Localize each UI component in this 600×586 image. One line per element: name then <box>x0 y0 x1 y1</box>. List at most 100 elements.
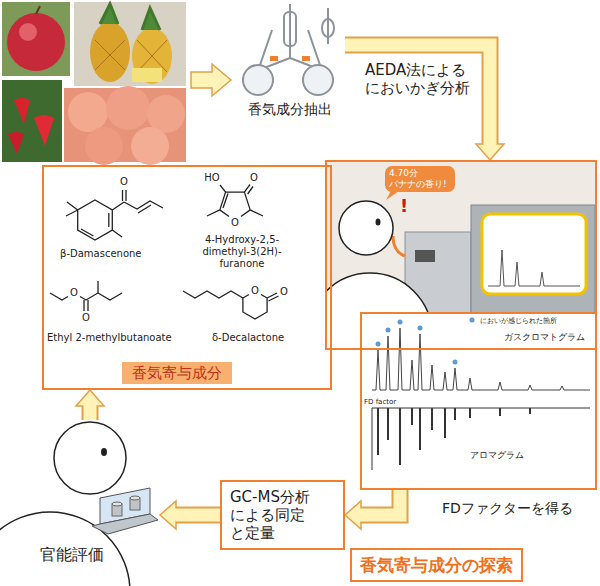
chromatogram-part <box>376 342 381 347</box>
structural-formula-part <box>183 291 279 301</box>
fruit-photo-part <box>85 127 123 165</box>
gc-olfactometry-photo-part <box>376 219 381 226</box>
extraction-apparatus-part <box>270 56 278 61</box>
arrow-head <box>160 501 176 529</box>
structural-formula-part <box>112 190 163 213</box>
node-text: β-Damascenone <box>60 248 142 260</box>
chromatogram-part <box>378 408 530 465</box>
gc-olfactometry-photo-part <box>393 236 405 256</box>
fruit-photo-part <box>95 40 167 72</box>
extraction-apparatus-part <box>284 12 296 46</box>
laptop-and-cups-part <box>92 514 158 534</box>
exclamation-mark: ! <box>400 195 408 217</box>
fruit-photo-part <box>2 80 62 162</box>
node-text: FD factor <box>364 398 396 406</box>
fruit-photo-part <box>7 13 65 71</box>
block-arrow <box>76 390 104 420</box>
extraction-apparatus-part <box>322 19 334 37</box>
atom-label: O <box>82 312 90 324</box>
fruit-photo-part <box>132 68 162 82</box>
arrow-fill <box>345 45 490 146</box>
node-text: Ethyl 2-methylbutanoate <box>47 332 172 344</box>
gc-olfactometry-photo-part <box>415 250 435 262</box>
node-text: ガスクロマトグラム <box>504 332 585 343</box>
fruit-photo-part <box>100 4 160 30</box>
structural-formula-part <box>50 281 122 311</box>
node-text: GC-MS分析 による同定 と定量 <box>230 488 335 542</box>
edge-label: AEDA法による においかぎ分析 <box>365 61 475 97</box>
arrow-fill <box>359 490 400 515</box>
laptop-and-cups-part <box>130 496 140 500</box>
structural-formula-part <box>243 295 267 320</box>
title-box: 香気寄与成分の探索 <box>350 548 523 582</box>
atom-label: O <box>120 176 128 188</box>
atom-label: O <box>280 286 288 298</box>
fruit-photo-part <box>19 23 37 41</box>
node-text: 香気寄与成分の探索 <box>360 555 513 575</box>
fruit-photo-part <box>2 2 70 76</box>
node-text: においが感じられた箇所 <box>480 317 557 325</box>
laptop-and-cups-part <box>112 502 122 506</box>
extraction-apparatus <box>243 4 334 95</box>
compound-box: β-Damascenone 4-Hydroxy-2,5-dimethyl-3(2H… <box>42 165 332 390</box>
node-text: FDファクターを得る <box>442 500 573 517</box>
block-arrow <box>345 490 400 529</box>
fruit-photo-part <box>36 6 40 14</box>
structural-formula-part <box>220 192 250 210</box>
structural-formula-part <box>66 202 122 237</box>
structural-formula-part <box>81 213 109 236</box>
flow-arrow <box>191 64 231 96</box>
node-text: 官能評価 <box>40 545 104 564</box>
panelist-figure-part <box>54 422 126 494</box>
atom-label: O <box>231 217 239 229</box>
fruit-photo-part <box>8 132 24 154</box>
structural-formula-part <box>78 200 113 240</box>
chromatogram-part <box>418 326 423 331</box>
block-arrow <box>160 501 220 529</box>
block-arrow <box>345 45 504 160</box>
atom-label: O <box>250 172 258 184</box>
arrow-fill <box>84 404 97 420</box>
fruit-photo-part <box>74 2 186 86</box>
node-text: 香気成分抽出 <box>248 101 332 118</box>
atom-label: HO <box>204 172 219 184</box>
figure-box: 官能評価 <box>0 420 160 586</box>
chromatogram-part <box>386 328 391 333</box>
node-text: δ-Decalactone <box>212 332 284 344</box>
arrow-outline <box>345 45 490 144</box>
tag-box: 香気寄与成分 <box>122 362 232 384</box>
fruit-photo <box>2 2 186 165</box>
chromatogram-part <box>372 408 590 470</box>
fruit-photo-part <box>34 115 54 146</box>
node-text: 4-Hydroxy-2,5-dimethyl-3(2H)-furanone <box>192 234 292 270</box>
gc-olfactometry-photo-part <box>482 214 586 294</box>
fruit-photo-part <box>68 92 108 132</box>
arrow-head <box>345 501 361 529</box>
atom-label: O <box>70 287 78 299</box>
photo-caption-box: 香気成分抽出 <box>235 0 345 118</box>
fruit-photo-part <box>106 86 150 130</box>
arrow-head <box>476 144 504 160</box>
panelist-figure-part <box>101 448 107 456</box>
structural-formula-part <box>207 185 263 217</box>
extraction-apparatus-part <box>260 30 320 65</box>
chromatogram-part <box>372 328 590 390</box>
extraction-apparatus-part <box>303 65 333 95</box>
chromatogram-part <box>453 360 458 365</box>
fruit-photo-part <box>90 22 130 82</box>
arrow-fill <box>174 509 220 522</box>
chart-box: においが感じられた箇所ガスクロマトグラムFD factorアロマグラムFDファク… <box>360 312 597 490</box>
extraction-apparatus-part <box>302 56 310 61</box>
fruit-photo-part <box>131 127 169 165</box>
arrow-head <box>76 390 104 406</box>
gc-olfactometry-photo-part <box>339 201 393 255</box>
chromatogram <box>361 313 596 489</box>
node-text: 4.70分 バナナの香り! <box>385 166 455 192</box>
atom-label: O <box>251 285 259 297</box>
chromatogram-part <box>470 318 475 323</box>
chromatogram-part <box>398 320 403 325</box>
process-box: GC-MS分析 による同定 と定量 <box>220 480 345 550</box>
laptop-and-cups <box>92 488 158 534</box>
node-text: アロマグラム <box>470 450 524 461</box>
